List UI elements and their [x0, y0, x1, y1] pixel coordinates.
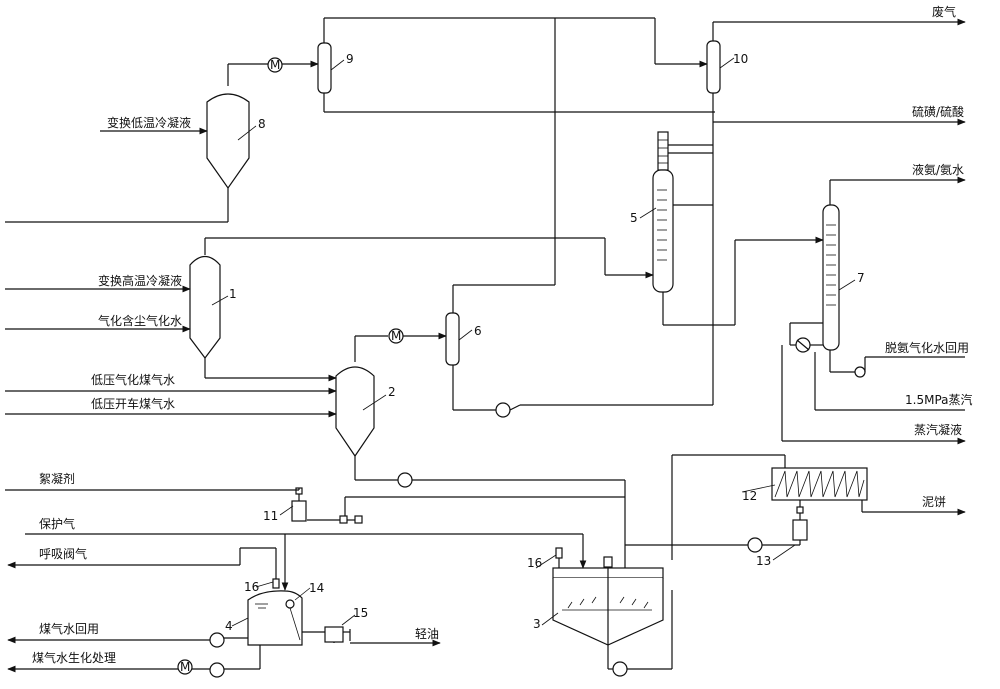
- tank-2: [335, 336, 375, 480]
- equipment-number: 10: [733, 52, 748, 66]
- pump-3: [612, 661, 628, 677]
- equipment-number: 3: [533, 617, 541, 631]
- equipment-number: 4: [225, 619, 233, 633]
- pump-biochem: [209, 662, 225, 678]
- equipment-number: 1: [229, 287, 237, 301]
- separator-14: [285, 599, 295, 609]
- pump-7: [854, 366, 866, 378]
- filter-press-12: [771, 467, 868, 501]
- label-breathing: 呼吸阀气: [39, 546, 87, 561]
- label-flocculant: 絮凝剂: [39, 471, 75, 486]
- equipment-number: 9: [346, 52, 354, 66]
- label-gas-water-reuse: 煤气水回用: [39, 621, 99, 636]
- equipment-number: 8: [258, 117, 266, 131]
- oil-tank-15: [324, 626, 351, 643]
- dosing-tank-11: [291, 487, 307, 522]
- motor-symbol: M: [391, 329, 401, 343]
- equipment-number: 16: [527, 556, 542, 570]
- label-liquid-ammonia: 液氨/氨水: [912, 162, 964, 177]
- equipment-number: 11: [263, 509, 278, 523]
- tank-4: [247, 590, 303, 646]
- equipment-number: 13: [756, 554, 771, 568]
- equipment-number: 16: [244, 580, 259, 594]
- label-deammoniated: 脱氨气化水回用: [885, 340, 969, 355]
- valve-16b: [555, 547, 563, 559]
- column-9: [317, 30, 332, 112]
- equipment-number: 2: [388, 385, 396, 399]
- label-light-oil: 轻油: [415, 627, 439, 641]
- motor-biochem: [177, 659, 193, 675]
- column-5: [652, 131, 674, 325]
- column-1: [189, 238, 221, 378]
- label-biochem: 煤气水生化处理: [32, 650, 116, 665]
- dosing-tank-13: [792, 500, 808, 541]
- label-steam: 1.5MPa蒸汽: [905, 392, 973, 407]
- label-sulfur-acid: 硫磺/硫酸: [912, 104, 964, 119]
- thickener-3: [552, 556, 664, 646]
- label-shift-low-temp: 变换低温冷凝液: [107, 115, 191, 130]
- pump-reuse: [209, 632, 225, 648]
- label-steam-condensate: 蒸汽凝液: [914, 422, 962, 437]
- equipment-number: 15: [353, 606, 368, 620]
- equipment-number: 6: [474, 324, 482, 338]
- column-10: [706, 22, 721, 94]
- label-protective-gas: 保护气: [39, 516, 75, 531]
- column-6: [445, 312, 460, 366]
- column-7: [822, 204, 840, 351]
- equipment-number: 7: [857, 271, 865, 285]
- label-waste-gas: 废气: [932, 4, 956, 19]
- pump-6: [495, 402, 511, 418]
- equipment-number: 12: [742, 489, 757, 503]
- tank-8: [206, 64, 250, 222]
- label-low-pressure-startup: 低压开车煤气水: [91, 396, 175, 411]
- label-shift-high-temp: 变换高温冷凝液: [98, 273, 182, 288]
- motor-pump-top: [267, 57, 283, 73]
- label-filter-cake: 泥饼: [922, 495, 946, 509]
- motor-symbol: M: [270, 58, 280, 72]
- equipment-number: 5: [630, 211, 638, 225]
- motor-symbol: M: [180, 660, 190, 674]
- label-low-pressure-gas: 低压气化煤气水: [91, 372, 175, 387]
- pump-13: [747, 537, 763, 553]
- valve-16a: [272, 578, 280, 589]
- equipment-number: 14: [309, 581, 324, 595]
- label-dust-water: 气化含尘气化水: [98, 313, 182, 328]
- pump-2: [397, 472, 413, 488]
